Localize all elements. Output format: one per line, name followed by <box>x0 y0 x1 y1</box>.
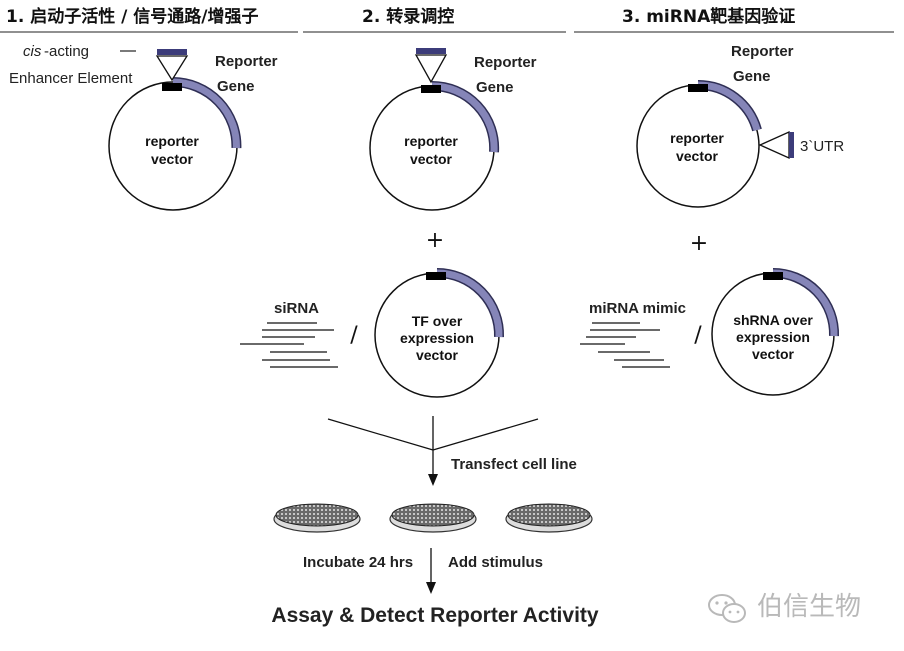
sh-label-line2: expression <box>736 329 810 345</box>
transfect-label: Transfect cell line <box>451 456 577 473</box>
vector-label-line2: vector <box>151 151 194 167</box>
insertion-triangle <box>155 55 189 82</box>
cis-acting-label: -acting <box>44 43 89 60</box>
panel3-header: 3. miRNA靶基因验证 <box>622 6 795 27</box>
reporter-gene-label-line2: Gene <box>217 78 255 95</box>
vector-label-line2: vector <box>676 148 719 164</box>
converge-line-left <box>327 418 434 451</box>
stimulus-label: Add stimulus <box>448 554 543 571</box>
tf-label-line2: expression <box>400 330 474 346</box>
reporter-gene-label-line2: Gene <box>733 68 771 85</box>
tf-overexpression-plasmid: TF over expression vector <box>374 268 505 398</box>
vector-label-line2: vector <box>410 151 453 167</box>
sirna-duplexes <box>240 322 338 368</box>
sirna-label: siRNA <box>274 300 319 317</box>
reporter-gene-label-line1: Reporter <box>474 54 537 71</box>
or-slash: / <box>694 323 702 348</box>
utr-bar <box>789 132 794 158</box>
panel2-header: 2. 转录调控 <box>362 6 454 27</box>
utr-label: 3`UTR <box>800 138 844 155</box>
reporter-gene-label-line1: Reporter <box>215 53 278 70</box>
promoter-block <box>426 272 446 280</box>
or-slash: / <box>350 323 358 348</box>
mirna-duplexes <box>580 322 670 368</box>
converge-line-right <box>432 418 539 451</box>
enhancer-bar <box>416 48 446 54</box>
panel2-reporter-plasmid: reporter vector <box>369 80 500 211</box>
wechat-icon <box>708 594 746 623</box>
watermark-text: 伯信生物 <box>757 592 861 622</box>
culture-dish-left <box>273 503 361 533</box>
vector-label-line1: reporter <box>145 133 199 149</box>
reporter-gene-label-line2: Gene <box>476 79 514 96</box>
incubate-label: Incubate 24 hrs <box>303 554 413 571</box>
mirna-label: miRNA mimic <box>589 300 686 317</box>
assay-label: Assay & Detect Reporter Activity <box>271 604 598 627</box>
promoter-block <box>421 85 441 93</box>
plus-sign: + <box>426 228 444 253</box>
sh-label-line3: vector <box>752 346 795 362</box>
transfect-arrowhead <box>428 474 438 486</box>
panel1-header: 1. 启动子活性 / 信号通路/增强子 <box>6 6 258 27</box>
shrna-overexpression-plasmid: shRNA over expression vector <box>711 268 840 396</box>
enhancer-element-label: Enhancer Element <box>9 70 133 87</box>
sh-label-line1: shRNA over <box>733 312 813 328</box>
tf-label-line1: TF over <box>412 313 463 329</box>
promoter-block <box>688 84 708 92</box>
tf-label-line3: vector <box>416 347 459 363</box>
cis-italic-label: cis <box>23 43 42 60</box>
assay-arrowhead <box>426 582 436 594</box>
utr-triangle <box>758 130 790 160</box>
promoter-block <box>162 83 182 91</box>
plus-sign: + <box>690 231 708 256</box>
vector-label-line1: reporter <box>670 130 724 146</box>
promoter-block <box>763 272 783 280</box>
panel1-reporter-plasmid: reporter vector <box>108 77 242 211</box>
culture-dish-right <box>505 503 593 533</box>
insertion-triangle <box>414 54 448 84</box>
enhancer-bar <box>157 49 187 55</box>
reporter-gene-label-line1: Reporter <box>731 43 794 60</box>
vector-label-line1: reporter <box>404 133 458 149</box>
culture-dish-center <box>389 503 477 533</box>
panel3-reporter-plasmid: reporter vector <box>636 79 762 208</box>
